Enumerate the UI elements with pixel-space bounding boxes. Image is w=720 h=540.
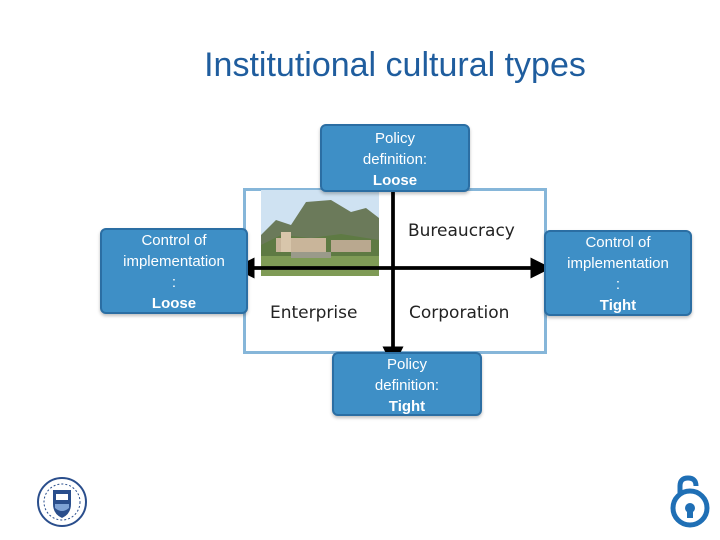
top-box-line2: definition:: [362, 151, 428, 168]
quadrant-enterprise: Enterprise: [270, 303, 358, 323]
policy-loose-box: Policy definition: Loose: [320, 124, 470, 192]
slide-title: Institutional cultural types: [204, 46, 586, 84]
top-box-line1: Policy: [374, 130, 415, 147]
quadrant-corporation: Corporation: [409, 303, 510, 323]
quadrant-bureaucracy: Bureaucracy: [408, 221, 515, 241]
control-tight-box: Control of implementation : Tight: [544, 230, 692, 316]
top-box-line3: Loose: [372, 172, 418, 189]
bottom-box-line1: Policy: [386, 356, 427, 373]
left-box-line2: implementation: [123, 253, 225, 270]
bottom-box-line3: Tight: [388, 398, 426, 415]
university-crest-icon: [36, 474, 88, 535]
right-box-line1: Control of: [585, 234, 651, 251]
left-box-line4: Loose: [151, 295, 197, 312]
left-box-line1: Control of: [141, 232, 207, 249]
campus-photo: [261, 190, 379, 276]
left-box-line3: :: [171, 274, 177, 291]
control-loose-box: Control of implementation : Loose: [100, 228, 248, 314]
open-access-lock-icon: [668, 474, 712, 533]
right-box-line2: implementation: [567, 255, 669, 272]
policy-tight-box: Policy definition: Tight: [332, 352, 482, 416]
right-box-line3: :: [615, 276, 621, 293]
right-box-line4: Tight: [599, 297, 637, 314]
bottom-box-line2: definition:: [374, 377, 440, 394]
